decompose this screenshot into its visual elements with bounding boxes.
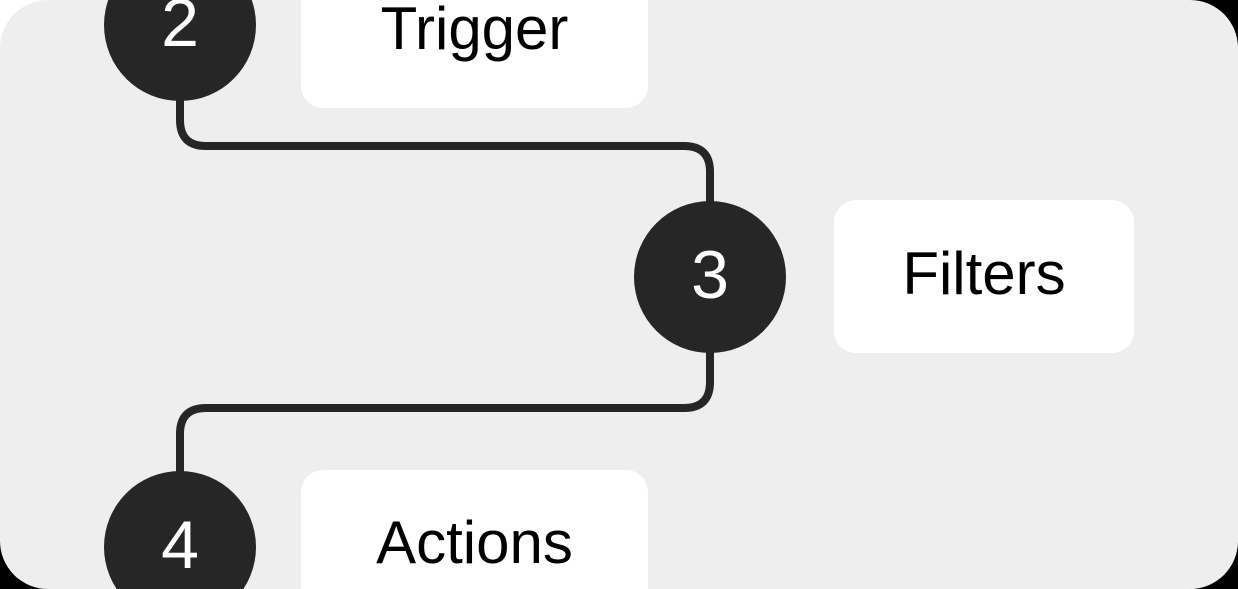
step-node-trigger-index: 2	[161, 0, 199, 61]
step-card-filters-label: Filters	[902, 239, 1066, 307]
step-node-actions[interactable]: 4	[104, 471, 256, 589]
step-node-filters[interactable]: 3	[634, 201, 786, 353]
connector-filters-to-actions	[176, 342, 714, 482]
step-card-filters[interactable]: Filters	[834, 200, 1134, 353]
step-card-actions[interactable]: Actions	[301, 470, 648, 589]
step-node-actions-index: 4	[161, 507, 199, 583]
step-card-trigger[interactable]: Trigger	[301, 0, 648, 108]
step-card-actions-label: Actions	[376, 509, 573, 576]
step-card-trigger-label: Trigger	[380, 0, 569, 62]
step-node-filters-index: 3	[691, 237, 729, 313]
connector-trigger-to-filters	[176, 91, 714, 214]
